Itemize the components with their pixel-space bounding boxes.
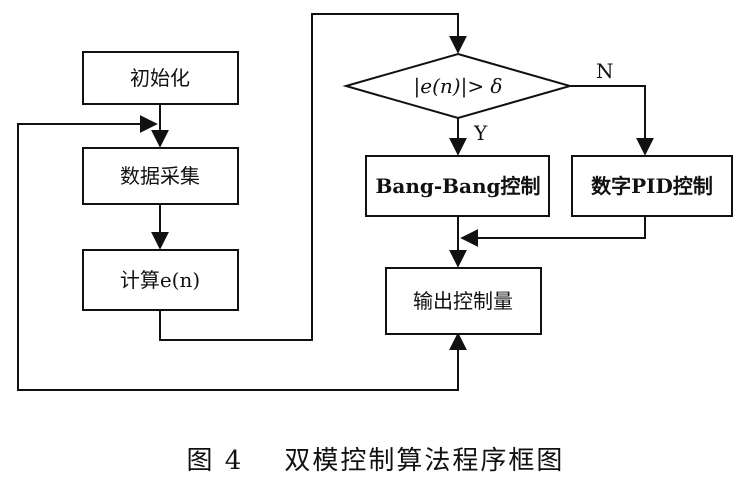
edge-pid-merge xyxy=(460,216,646,247)
node-decision-diamond xyxy=(342,52,574,120)
node-bangbang-box xyxy=(365,155,550,217)
node-acquire-label: 数据采集 xyxy=(120,164,200,188)
node-decision-label: |e(n)|> δ xyxy=(414,74,503,99)
figure-number: 图 4 xyxy=(186,446,244,476)
node-compute-box xyxy=(82,249,239,311)
node-init-label: 初始化 xyxy=(130,66,190,90)
node-acquire-box xyxy=(82,147,239,205)
node-pid-label: 数字PID控制 xyxy=(591,174,713,198)
node-compute-label: 计算e(n) xyxy=(120,268,200,292)
node-init-box xyxy=(82,51,239,105)
node-output-box xyxy=(385,267,542,335)
figure-title: 双模控制算法程序框图 xyxy=(284,446,565,476)
node-pid-box xyxy=(571,155,733,217)
figure-caption: 图 4 双模控制算法程序框图 xyxy=(0,440,751,477)
edge-no-label: N xyxy=(596,59,614,83)
node-bangbang-label: Bang-Bang控制 xyxy=(375,174,540,198)
edge-decision-no xyxy=(570,85,654,156)
edge-yes-label: Y xyxy=(473,121,488,145)
node-output-label: 输出控制量 xyxy=(413,289,513,313)
edge-output-loop xyxy=(17,115,467,391)
